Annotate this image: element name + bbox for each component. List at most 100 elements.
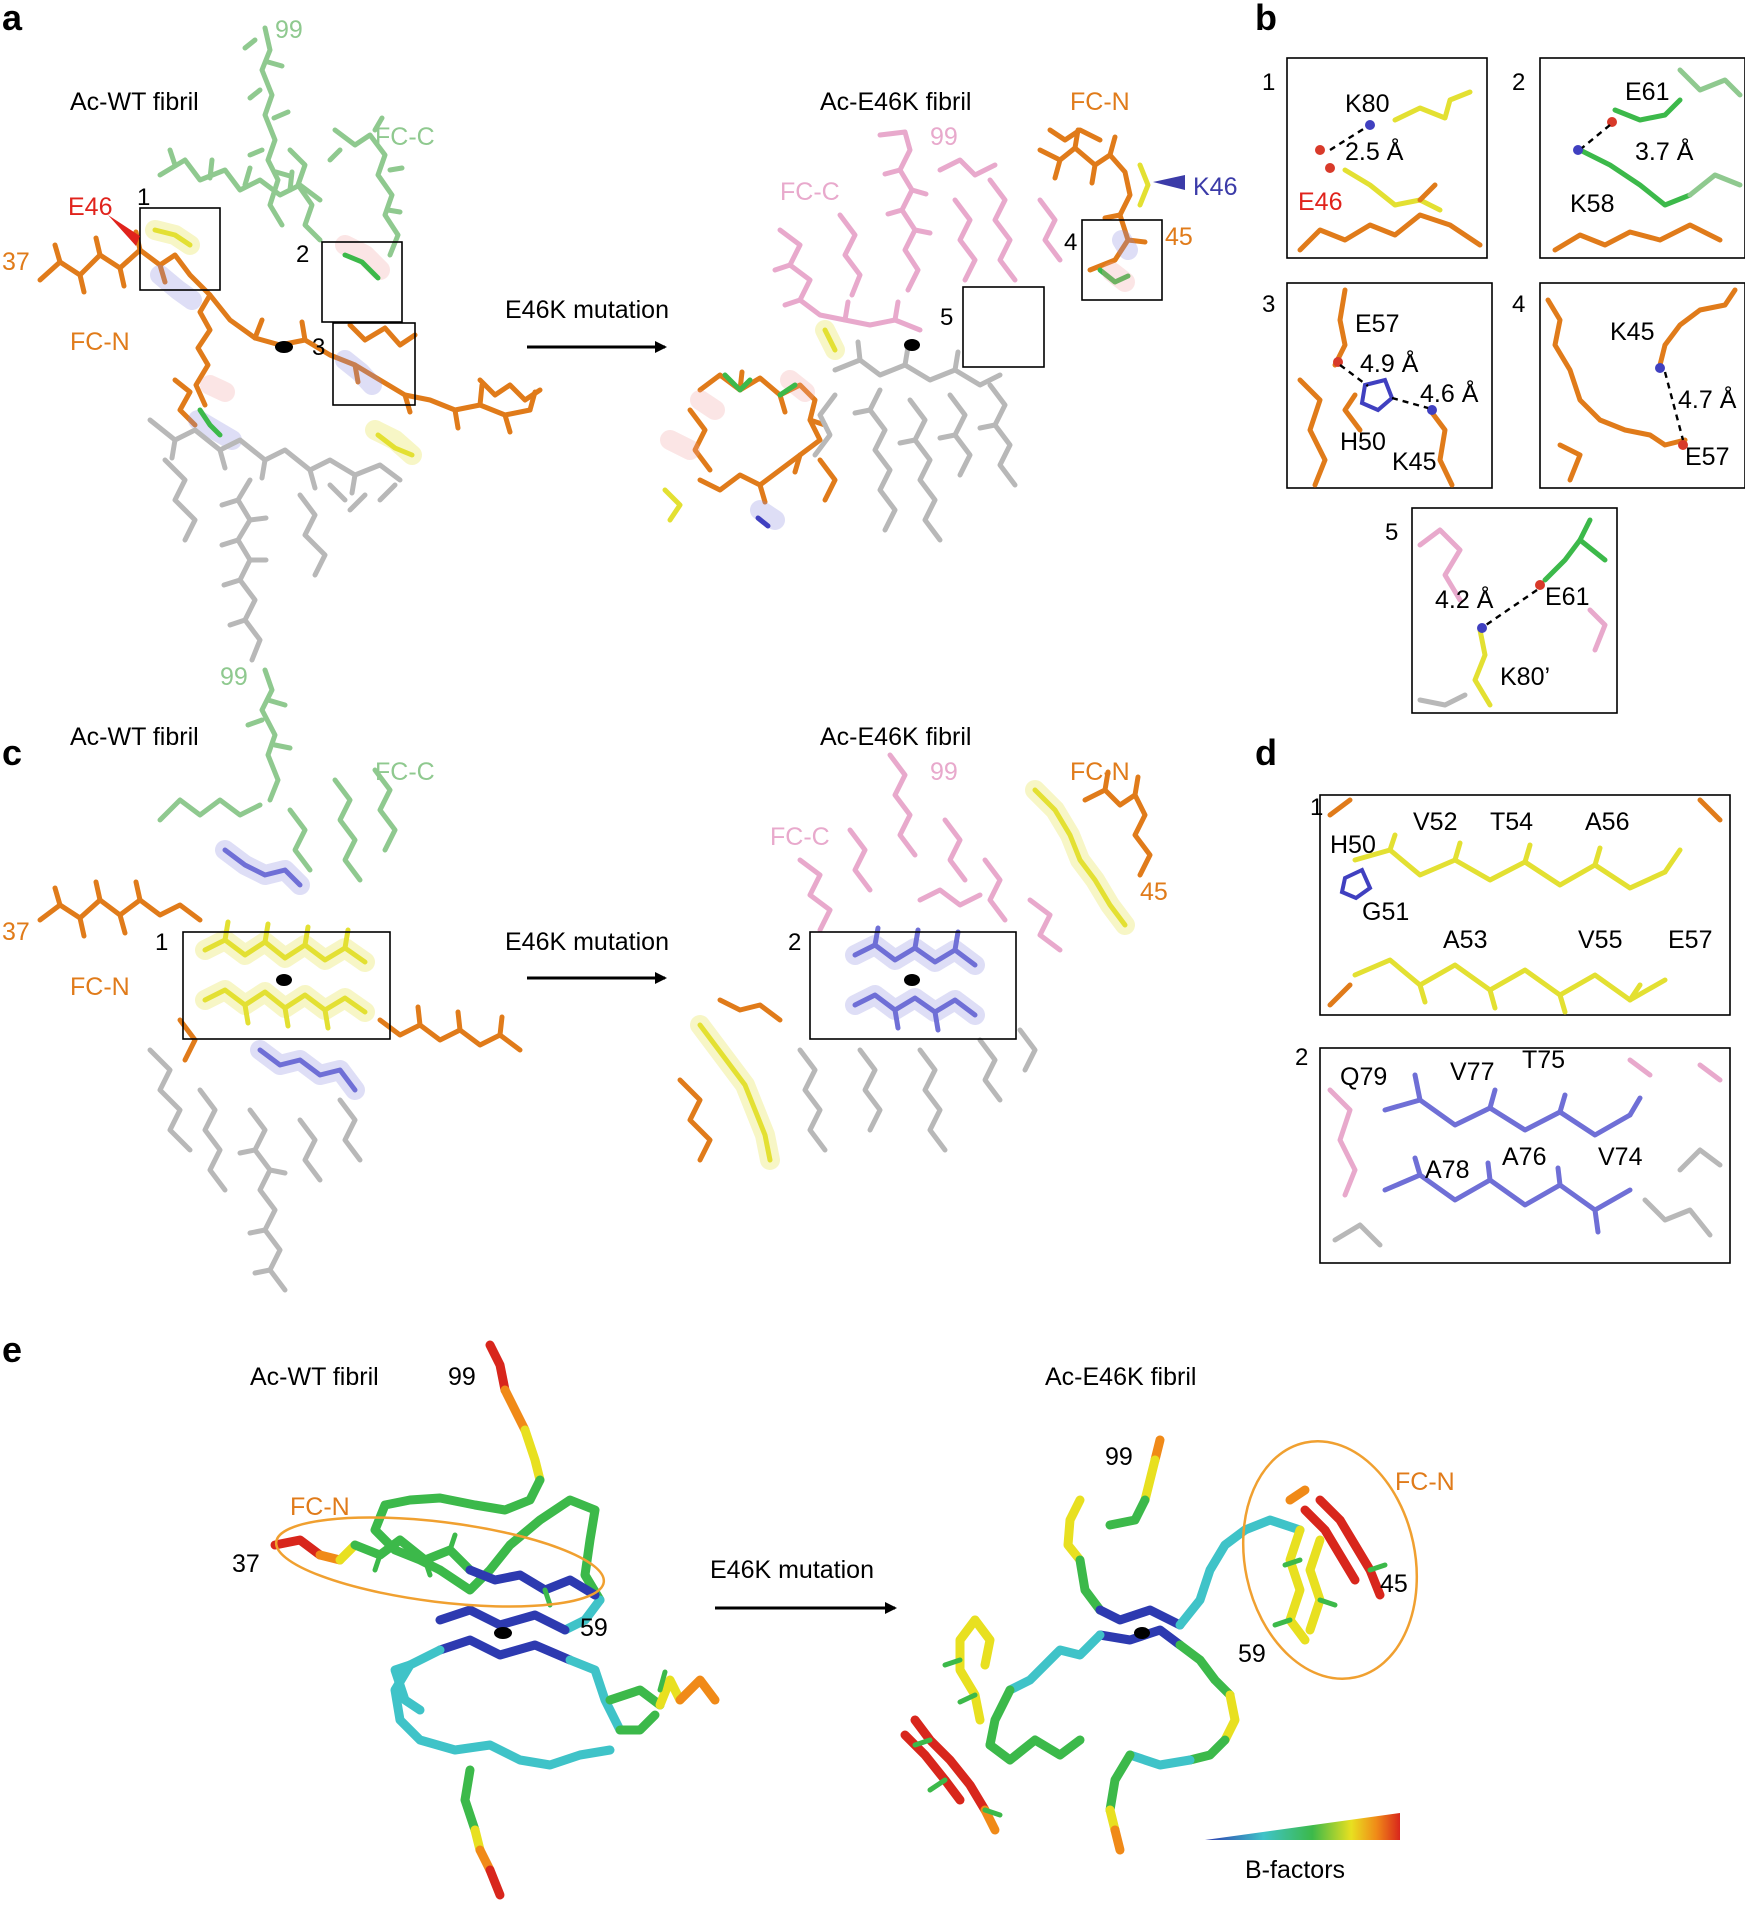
- mut-fcc-label: FC-C: [780, 178, 840, 206]
- core2-bottom-label-3: V74: [1598, 1143, 1643, 1171]
- core1-bottom-label-3: V55: [1578, 926, 1622, 954]
- panel-label-e: e: [2, 1329, 22, 1370]
- mut-fcn-label: FC-N: [1070, 88, 1130, 116]
- box2-residue-b: K58: [1570, 190, 1614, 218]
- mut-residue-99-label-c: 99: [930, 758, 958, 786]
- core1-top-label-3: T54: [1490, 808, 1533, 836]
- core2-top-label-3: T75: [1522, 1046, 1565, 1074]
- mut-fcc-label-c: FC-C: [770, 823, 830, 851]
- mut-box-5-number: 5: [940, 304, 953, 331]
- box4-residue-a: K45: [1610, 318, 1654, 346]
- mut-core-box-2: [809, 931, 1017, 1040]
- core-detail-box-1: 1 H50 V52 T54 A56 G51 A53 V55 E57: [1310, 794, 1731, 1016]
- panel-a: a Ac-WT fibril: [2, 0, 1237, 663]
- interaction-box-5-number: 5: [1385, 519, 1398, 546]
- mutation-arrow-label-a: E46K mutation: [505, 296, 669, 324]
- wt-fibril-title-e: Ac-WT fibril: [250, 1363, 379, 1391]
- panel-c: c Ac-WT fibril: [2, 663, 1168, 1293]
- box5-distance: 4.2 Å: [1435, 584, 1494, 614]
- panel-label-c: c: [2, 732, 22, 773]
- wt-fibril-structure-a: [37, 25, 543, 663]
- wt-residue-99-label-e: 99: [448, 1363, 476, 1391]
- wt-residue-37-label-e: 37: [232, 1550, 260, 1578]
- mutation-arrow-label-c: E46K mutation: [505, 928, 669, 956]
- wt-residue-59-label-e: 59: [580, 1614, 608, 1642]
- fibril-axis-marker: [275, 341, 293, 353]
- core1-top-label-2: V52: [1413, 808, 1457, 836]
- mut-core-box-2-number: 2: [788, 929, 801, 956]
- b-factor-legend: B-factors: [1205, 1813, 1400, 1884]
- wt-box-3-number: 3: [312, 334, 325, 361]
- wt-residue-99-label: 99: [275, 16, 303, 44]
- box4-residue-b: E57: [1685, 443, 1729, 471]
- mut-box-4: [1081, 219, 1163, 301]
- box5-residue-a: E61: [1545, 583, 1589, 611]
- wt-box-2-number: 2: [296, 241, 309, 268]
- interaction-box-3: 3 E57 4.9 Å 4.6 Å H50 K45: [1262, 282, 1493, 489]
- wt-box-1: [139, 207, 221, 291]
- wt-fibril-structure-c: [37, 667, 523, 1293]
- mut-fibril-axis-marker: [904, 339, 920, 351]
- wt-core-box-1-number: 1: [155, 929, 168, 956]
- core2-bottom-label-2: A76: [1502, 1143, 1546, 1171]
- core1-top-label-4: A56: [1585, 808, 1629, 836]
- panel-label-d: d: [1255, 732, 1277, 773]
- wt-core-box-1: [182, 931, 391, 1040]
- core2-top-label-2: V77: [1450, 1058, 1494, 1086]
- wt-ribbon-axis-marker: [494, 1627, 512, 1639]
- mut-fcn-label-e: FC-N: [1395, 1468, 1455, 1496]
- core1-bottom-label-4: E57: [1668, 926, 1712, 954]
- box2-residue-a: E61: [1625, 78, 1669, 106]
- wt-fcn-ellipse: [274, 1516, 606, 1608]
- interaction-box-2: 2 E61 3.7 Å K58: [1512, 57, 1745, 259]
- mut-fcn-ellipse: [1241, 1440, 1419, 1680]
- wt-fcc-label: FC-C: [375, 123, 435, 151]
- panel-label-a: a: [2, 0, 23, 38]
- mut-residue-99-label: 99: [930, 123, 958, 151]
- wt-residue-99-label-c: 99: [220, 663, 248, 691]
- wt-box-1-number: 1: [137, 184, 150, 211]
- mut-residue-45-label-c: 45: [1140, 878, 1168, 906]
- panel-d: d 1 H50 V52 T54 A56 G51 A53 V55 E57 2: [1255, 732, 1731, 1264]
- b-factor-legend-label: B-factors: [1245, 1856, 1345, 1884]
- interaction-box-4: 4 K45 4.7 Å E57: [1512, 282, 1745, 489]
- k46-pointer-icon: [1153, 175, 1185, 190]
- core1-bottom-label-2: A53: [1443, 926, 1487, 954]
- mut-ribbon-structure: [900, 1435, 1419, 1855]
- box3-distance-1: 4.9 Å: [1360, 348, 1419, 378]
- mut-fibril-structure-a: [660, 127, 1151, 543]
- interaction-box-5: 5 4.2 Å E61 K80’: [1385, 507, 1618, 714]
- interaction-box-1-number: 1: [1262, 69, 1275, 96]
- box3-residue-c: K45: [1392, 448, 1436, 476]
- interaction-box-4-number: 4: [1512, 291, 1525, 318]
- mutation-arrow-label-e: E46K mutation: [710, 1556, 874, 1584]
- box1-residue-a: K80: [1345, 90, 1389, 118]
- panel-e: e Ac-WT fibril Ac-E46K fibril: [2, 1329, 1455, 1900]
- core2-top-label-1: Q79: [1340, 1063, 1387, 1091]
- box1-distance: 2.5 Å: [1345, 136, 1404, 166]
- box2-distance: 3.7 Å: [1635, 136, 1694, 166]
- core1-top-label-1: H50: [1330, 831, 1376, 859]
- wt-fcn-label-e: FC-N: [290, 1493, 350, 1521]
- box1-residue-b: E46: [1298, 188, 1342, 216]
- box3-distance-2: 4.6 Å: [1420, 378, 1479, 408]
- box3-residue-b: H50: [1340, 428, 1386, 456]
- wt-fcn-label-c: FC-N: [70, 973, 130, 1001]
- mut-fibril-title-a: Ac-E46K fibril: [820, 88, 971, 116]
- wt-residue-37-label: 37: [2, 248, 30, 276]
- k46-label: K46: [1193, 173, 1237, 201]
- mut-residue-99-label-e: 99: [1105, 1443, 1133, 1471]
- panel-label-b: b: [1255, 0, 1277, 38]
- interaction-box-3-number: 3: [1262, 291, 1275, 318]
- b-factor-gradient-wedge: [1205, 1813, 1400, 1840]
- wt-box-2: [321, 241, 403, 323]
- mut-residue-45-label-e: 45: [1380, 1570, 1408, 1598]
- wt-fibril-title-a: Ac-WT fibril: [70, 88, 199, 116]
- wt-fcc-label-c: FC-C: [375, 758, 435, 786]
- wt-fcn-label: FC-N: [70, 328, 130, 356]
- mut-box-5: [962, 286, 1045, 368]
- e46-label: E46: [68, 193, 112, 221]
- interaction-box-2-number: 2: [1512, 69, 1525, 96]
- core-detail-box-2-number: 2: [1295, 1044, 1308, 1071]
